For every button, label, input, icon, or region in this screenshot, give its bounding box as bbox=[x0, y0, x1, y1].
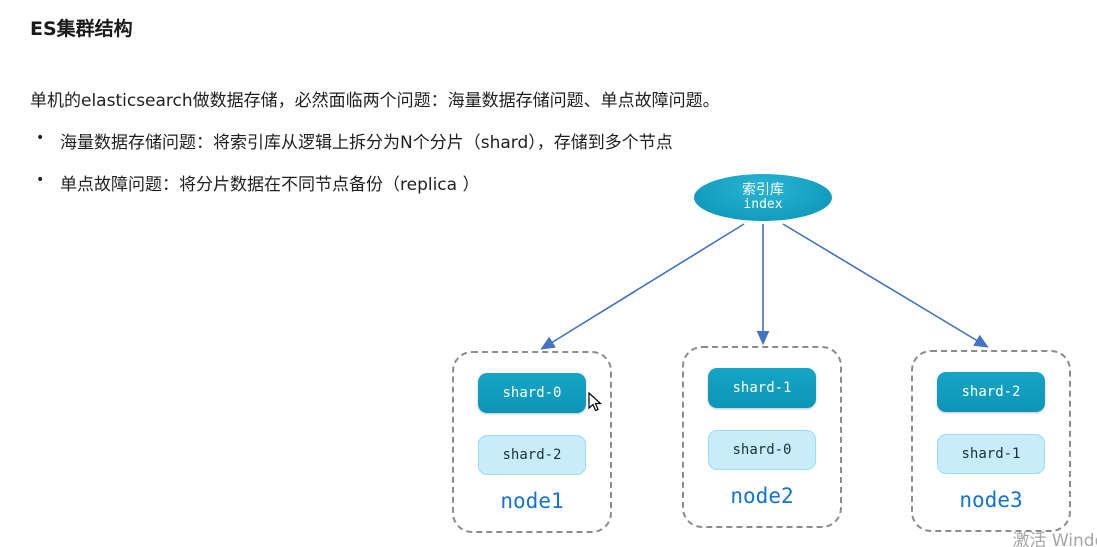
bullet-marker: • bbox=[36, 172, 45, 188]
index-ellipse: 索引库 index bbox=[694, 174, 832, 221]
bullet-marker: • bbox=[36, 130, 45, 146]
intro-text: 单机的elasticsearch做数据存储，必然面临两个问题：海量数据存储问题、… bbox=[30, 91, 720, 111]
bullet-item-storage: • 海量数据存储问题：将索引库从逻辑上拆分为N个分片（shard），存储到多个节… bbox=[36, 128, 673, 153]
node-label: node3 bbox=[959, 488, 1023, 512]
bullet-text: 单点故障问题：将分片数据在不同节点备份（replica ） bbox=[60, 175, 480, 195]
shard-box-replica: shard-0 bbox=[708, 430, 816, 470]
arrow-index-to-node1 bbox=[540, 223, 745, 350]
bullet-item-failure: • 单点故障问题：将分片数据在不同节点备份（replica ） bbox=[36, 170, 479, 195]
node3-container: shard-2 shard-1 node3 bbox=[911, 350, 1071, 532]
shard-box-replica: shard-1 bbox=[937, 434, 1045, 474]
index-label-en: index bbox=[743, 197, 783, 213]
node1-container: shard-0 shard-2 node1 bbox=[452, 351, 612, 533]
arrow-index-to-node3 bbox=[782, 223, 989, 348]
bullet-text: 海量数据存储问题：将索引库从逻辑上拆分为N个分片（shard），存储到多个节点 bbox=[60, 133, 673, 153]
node-label: node2 bbox=[730, 484, 794, 508]
page-title: ES集群结构 bbox=[30, 18, 133, 40]
node2-container: shard-1 shard-0 node2 bbox=[682, 346, 842, 528]
windows-activation-watermark: 激活 Windo bbox=[1012, 531, 1097, 547]
shard-box-primary: shard-2 bbox=[937, 372, 1045, 412]
node-label: node1 bbox=[500, 489, 564, 513]
index-label-zh: 索引库 bbox=[742, 181, 784, 198]
shard-box-primary: shard-0 bbox=[478, 373, 586, 413]
shard-box-replica: shard-2 bbox=[478, 435, 586, 475]
shard-box-primary: shard-1 bbox=[708, 368, 816, 408]
